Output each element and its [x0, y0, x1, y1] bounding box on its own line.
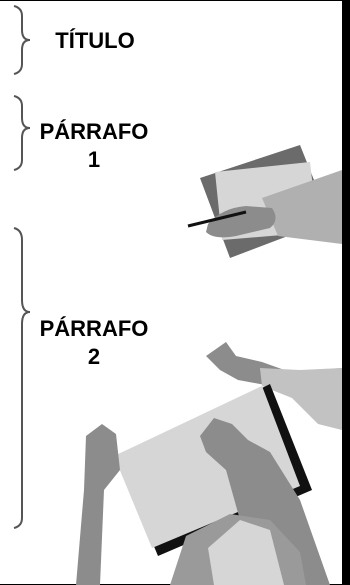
parrafo1-label: PÁRRAFO 1: [30, 118, 158, 173]
brace-titulo-icon: [13, 5, 31, 75]
parrafo1-word: PÁRRAFO: [39, 119, 149, 144]
writing-hand-icon: [187, 145, 342, 258]
parrafo1-number: 1: [87, 146, 101, 172]
illustration: [76, 145, 342, 585]
parrafo2-number: 2: [87, 343, 101, 369]
parrafo2-word: PÁRRAFO: [39, 316, 149, 341]
parrafo2-label: PÁRRAFO 2: [30, 315, 158, 370]
titulo-label: TÍTULO: [35, 27, 155, 55]
brace-parrafo2-icon: [13, 227, 31, 529]
pointing-hand-icon: [206, 342, 342, 430]
brace-parrafo1-icon: [13, 95, 31, 171]
hands-holding-paper-icon: [76, 384, 330, 585]
titulo-text: TÍTULO: [55, 28, 135, 53]
